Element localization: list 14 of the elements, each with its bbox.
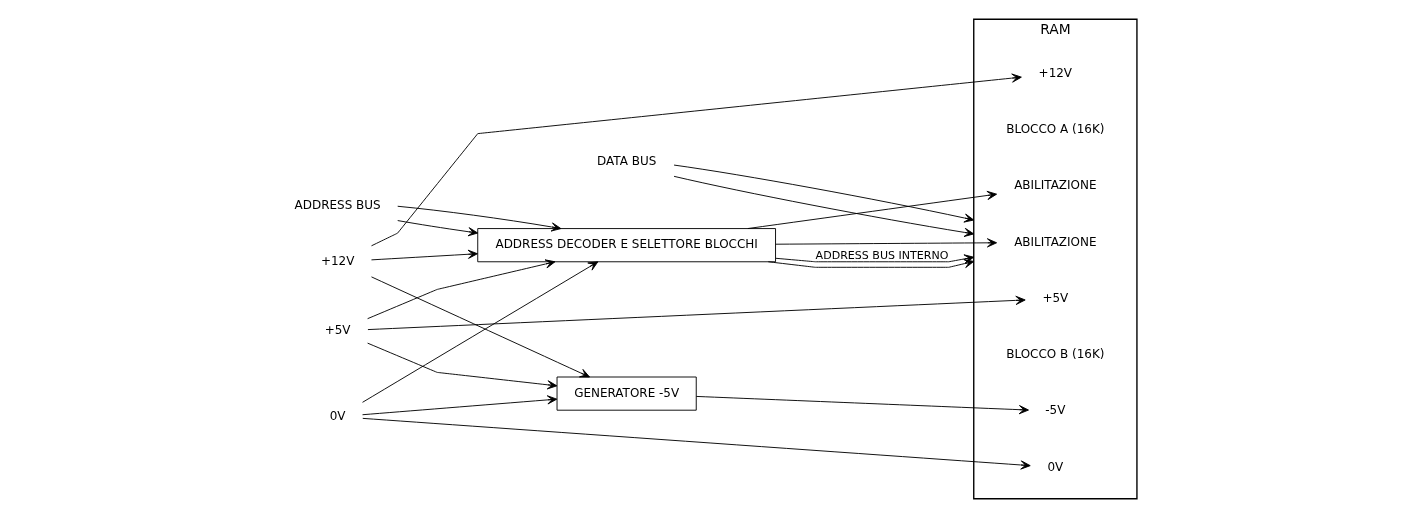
node-text: +5V — [1041, 290, 1068, 305]
node-text: ABILITAZIONE — [1013, 234, 1097, 249]
node-text: 0V — [329, 408, 346, 423]
node-text: DATA BUS — [596, 154, 656, 169]
node-text: ADDRESS BUS — [294, 197, 381, 212]
node-text: 0V — [1046, 459, 1063, 474]
edge-label: ADDRESS BUS INTERNO — [815, 248, 948, 262]
node-text: +12V — [320, 253, 354, 268]
node-text: ABILITAZIONE — [1013, 178, 1097, 193]
node-text: +12V — [1038, 65, 1072, 80]
node-text: BLOCCO B (16K) — [1005, 347, 1104, 362]
node-text: -5V — [1044, 403, 1065, 418]
node-text: +5V — [324, 323, 351, 338]
node-text: BLOCCO A (16K) — [1005, 122, 1104, 137]
